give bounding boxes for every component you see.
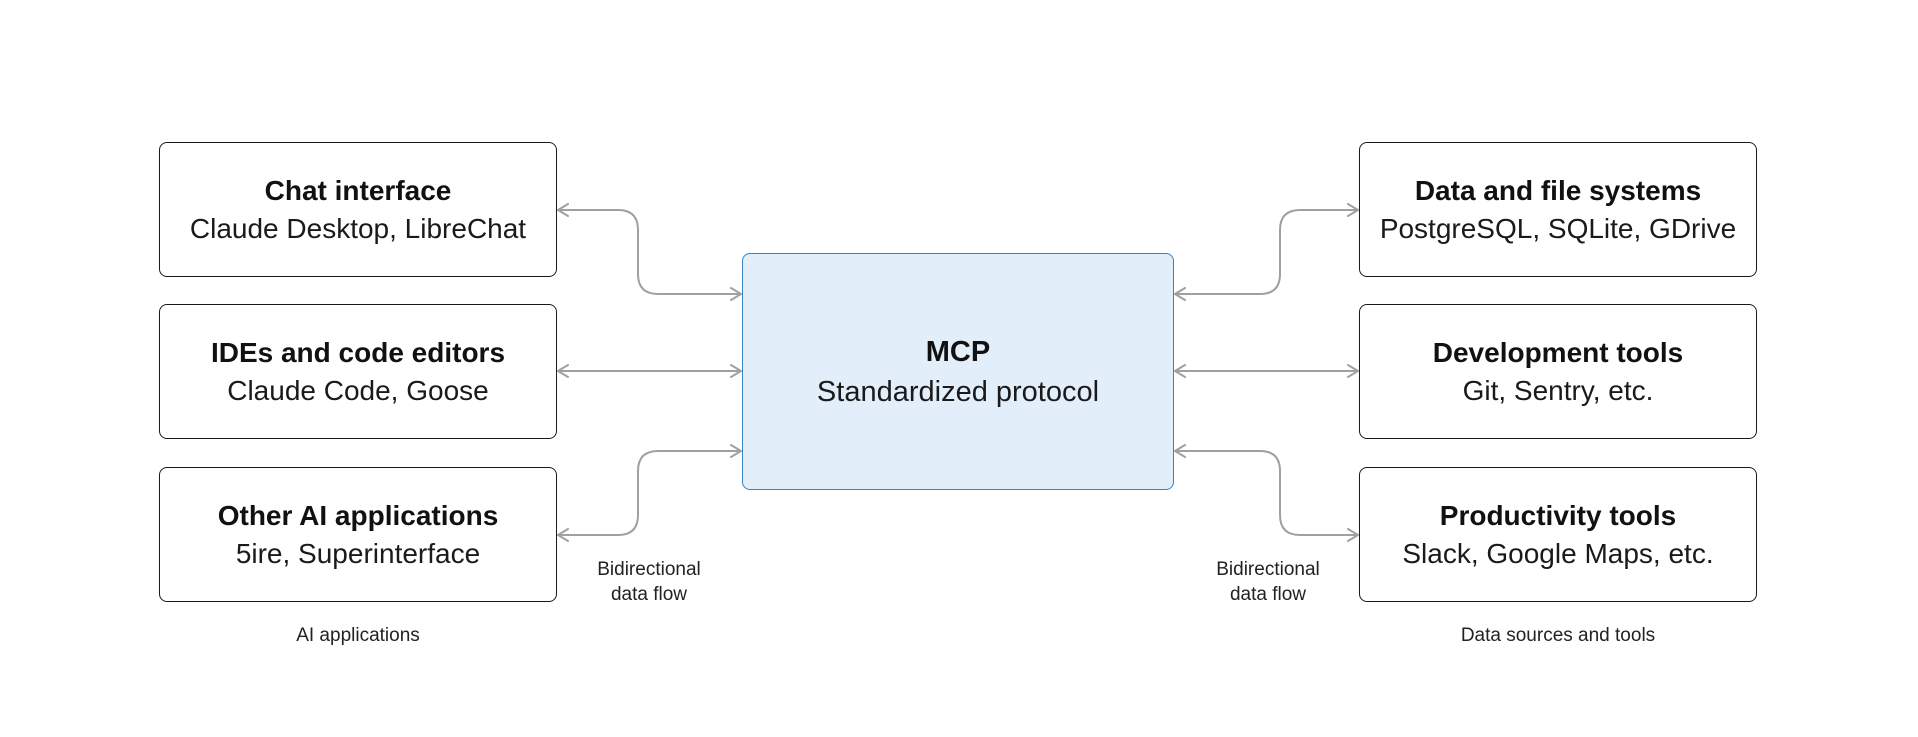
- box-other-ai-applications: Other AI applications 5ire, Superinterfa…: [159, 467, 557, 602]
- flow-label-right: Bidirectional data flow: [1178, 557, 1358, 607]
- box-title: Productivity tools: [1439, 499, 1677, 531]
- box-title: Other AI applications: [217, 499, 499, 531]
- group-label-data-sources: Data sources and tools: [1460, 625, 1656, 646]
- arrow-mcp-to-data-files: [1174, 203, 1359, 301]
- flow-label-line: data flow: [1229, 584, 1307, 605]
- flow-label-line: data flow: [610, 584, 688, 605]
- group-label-ai-applications: AI applications: [296, 625, 420, 646]
- hub-title: MCP: [925, 335, 991, 368]
- box-subtitle: Git, Sentry, etc.: [1462, 374, 1654, 406]
- box-subtitle: Slack, Google Maps, etc.: [1402, 537, 1714, 569]
- arrow-chat-to-mcp: [557, 203, 742, 301]
- box-title: Data and file systems: [1414, 174, 1702, 206]
- box-productivity-tools: Productivity tools Slack, Google Maps, e…: [1359, 467, 1757, 602]
- box-data-file-systems: Data and file systems PostgreSQL, SQLite…: [1359, 142, 1757, 277]
- box-subtitle: 5ire, Superinterface: [235, 537, 481, 569]
- flow-label-line: Bidirectional: [1216, 559, 1320, 580]
- flow-label-line: Bidirectional: [597, 559, 701, 580]
- box-development-tools: Development tools Git, Sentry, etc.: [1359, 304, 1757, 439]
- box-subtitle: Claude Desktop, LibreChat: [189, 212, 527, 244]
- box-title: Chat interface: [264, 174, 452, 206]
- arrow-other-ai-to-mcp: [557, 444, 742, 542]
- box-subtitle: PostgreSQL, SQLite, GDrive: [1379, 212, 1737, 244]
- arrow-mcp-to-productivity: [1174, 444, 1359, 542]
- box-title: IDEs and code editors: [210, 336, 506, 368]
- box-title: Development tools: [1432, 336, 1684, 368]
- box-ides-code-editors: IDEs and code editors Claude Code, Goose: [159, 304, 557, 439]
- hub-subtitle: Standardized protocol: [816, 375, 1100, 408]
- flow-label-left: Bidirectional data flow: [559, 557, 739, 607]
- mcp-hub-box: MCP Standardized protocol: [742, 253, 1174, 490]
- box-subtitle: Claude Code, Goose: [227, 374, 489, 406]
- box-chat-interface: Chat interface Claude Desktop, LibreChat: [159, 142, 557, 277]
